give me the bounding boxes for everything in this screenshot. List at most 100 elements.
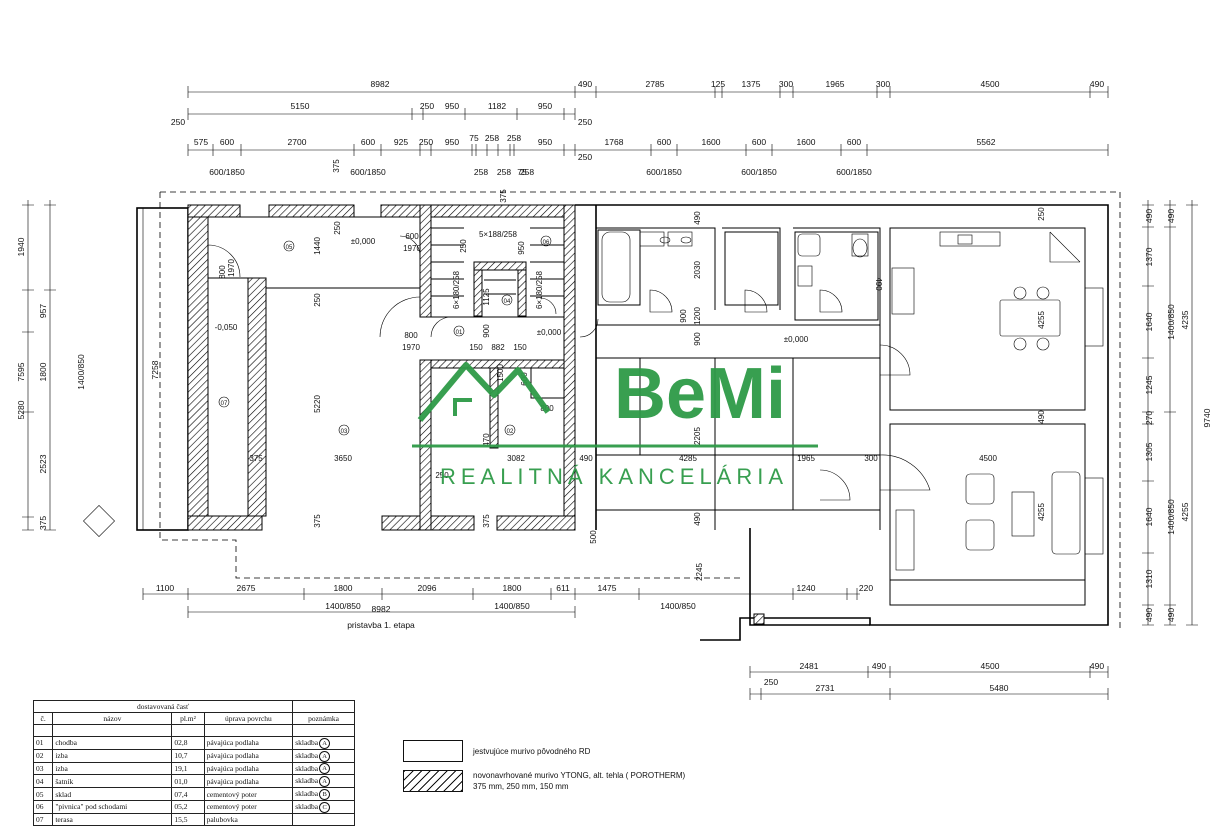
room-number: 06 [543,240,550,246]
row-area: 02,8 [171,736,205,750]
row-surface: pávajúca podlaha [203,736,294,750]
dim-left-1: 375 [38,516,48,530]
dim-bottom-3: 490 [872,661,886,671]
dim-left-1: 2523 [38,454,48,473]
dim-bottom-2: 1400/850 [660,601,696,611]
dim-top-3: 75 [469,133,479,143]
dim-top-3: 258 [507,133,521,143]
dim-bottom-4: 2731 [816,683,835,693]
window-size: 600/1850 [646,167,682,177]
dim-bottom-1: 220 [859,583,873,593]
dim-top-1: 2785 [646,79,665,89]
furniture [83,231,1104,571]
row-area: 05,2 [171,799,205,814]
row-note-text: skladba [295,763,319,773]
window-size: 600/1850 [209,167,245,177]
dim-top-2: 950 [445,101,459,111]
dim-top-3: 600 [657,137,671,147]
composition-badge: B [319,788,331,800]
table-header: č. [32,712,54,725]
window-size: 600/1850 [741,167,777,177]
dim-bottom-1: 1100 [156,583,175,593]
inner-dim: 2245 [695,563,704,581]
inner-dim: 1970 [403,244,421,253]
row-number: 01 [32,736,54,750]
inner-dim: 490 [693,211,702,225]
dim-right-1: 490 [1144,209,1154,223]
inner-dim: 900 [679,309,688,323]
dim-top-2: 5150 [291,101,310,111]
inner-dim: 375 [313,514,322,528]
dim-top-3: 5562 [977,137,996,147]
level-label: -0,050 [215,323,238,332]
dim-right-1: 270 [1144,411,1154,425]
dim-top-3: 950 [445,137,459,147]
inner-dim: 375 [249,454,263,463]
room-number: 05 [286,245,293,251]
dim-bottom-1: 2096 [418,583,437,593]
inner-dim: 1965 [797,454,815,463]
row-surface: palubovka [203,812,294,826]
boiler-label: 490 [874,277,883,291]
inner-dim: 1970 [227,259,236,277]
inner-dim: 3082 [507,454,525,463]
row-note [292,812,355,826]
level-label: ±0,000 [351,237,376,246]
inner-dim: 375 [499,189,508,203]
dim-top-3: 2700 [288,137,307,147]
dim-top-2: 250 [171,117,185,127]
inner-dim: 250 [333,221,342,235]
inner-dim: 4285 [679,454,697,463]
dim-top-3: 250 [578,152,592,162]
legend-new-sizes: 375 mm, 250 mm, 150 mm [473,782,569,791]
table-header: pl.m² [171,712,205,725]
dim-top-3b: 258 [520,167,534,177]
logo-name: BeMi [614,354,786,434]
dim-bottom-1: 611 [556,583,570,593]
dim-right-2: 1400/850 [1166,304,1176,340]
row-surface: pávajúca podlaha [203,748,294,763]
dim-top-3: 950 [538,137,552,147]
dim-right-1: 1305 [1144,442,1154,461]
dim-left-1: 1940 [16,237,26,256]
row-surface: pávajúca podlaha [203,761,294,776]
room-markers: 05 06 04 01 03 07 02 [218,235,552,436]
logo-subtitle: REALITNÁ KANCELÁRIA [440,464,788,489]
inner-dim: 5220 [313,395,322,413]
inner-dim: 882 [491,343,505,352]
dim-right-2: 1400/850 [1166,499,1176,535]
inner-dim: 5×188/258 [479,230,518,239]
legend-existing-swatch [403,740,463,762]
composition-badge: A [319,737,331,749]
row-note-text: skladba [295,776,319,786]
dim-top-1: 1965 [826,79,845,89]
bemi-logo: BeMi REALITNÁ KANCELÁRIA [412,354,818,489]
row-surface: cementový poter [203,799,294,814]
inner-dim: 1125 [482,288,491,306]
interior-walls [208,216,1086,606]
dim-right-1: 1640 [1144,312,1154,331]
row-number: 03 [32,761,54,776]
dim-top-1: 300 [779,79,793,89]
inner-dim: 300 [864,454,878,463]
row-surface: cementový poter [203,787,294,801]
dim-top-2: 1182 [488,101,507,111]
dim-top-3: 258 [485,133,499,143]
door-swings [207,235,931,501]
inner-dim: 1500 [496,364,505,382]
row-number: 07 [32,812,54,826]
dim-left-3: 7258 [150,360,160,379]
dim-top-1: 300 [876,79,890,89]
inner-dim: 250 [1037,207,1046,221]
room-number: 03 [341,429,348,435]
level-label: ±0,000 [537,328,562,337]
legend-new-label: novonavrhované murivo YTONG, alt. tehla … [473,771,686,780]
